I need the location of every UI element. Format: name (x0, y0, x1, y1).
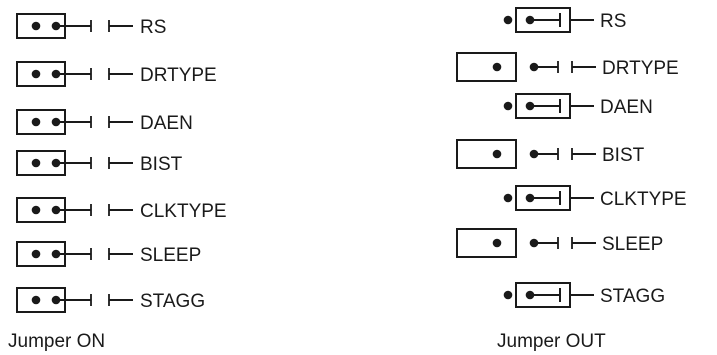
jumper-block (456, 228, 517, 258)
jumper-label: BIST (602, 145, 645, 166)
jumper-pin-inside (492, 62, 502, 72)
jumper-label: STAGG (600, 286, 665, 307)
jumper-block (456, 52, 517, 82)
jumper-pin-left (31, 69, 41, 79)
jumper-pin-left (31, 249, 41, 259)
jumper-pin-outside (503, 193, 513, 203)
jumper-label: DRTYPE (602, 58, 679, 79)
jumper-on-row: DRTYPE (16, 61, 217, 87)
jumper-block (456, 139, 517, 169)
jumper-pin-inside (492, 238, 502, 248)
jumper-pin-left (31, 117, 41, 127)
jumper-on-caption: Jumper ON (8, 331, 105, 352)
jumper-pin-outside (503, 15, 513, 25)
jumper-on-row: RS (16, 13, 166, 39)
jumper-out-row: SLEEP (456, 228, 663, 258)
jumper-out-row: CLKTYPE (503, 185, 687, 211)
jumper-pin-left (31, 205, 41, 215)
jumper-out-row: RS (503, 7, 626, 33)
jumper-label: SLEEP (602, 234, 663, 255)
jumper-pin-left (31, 295, 41, 305)
jumper-on-row: CLKTYPE (16, 197, 227, 223)
jumper-label: BIST (140, 154, 183, 175)
jumper-pin-inside (492, 149, 502, 159)
jumper-out-row: DAEN (503, 93, 653, 119)
jumper-label: RS (600, 11, 626, 32)
jumper-label: CLKTYPE (600, 189, 687, 210)
jumper-on-row: SLEEP (16, 241, 201, 267)
jumper-out-group: RS DRTYPE DAEN BIST CLKTYPE SLEEP STAGG (456, 7, 687, 308)
jumper-label: DAEN (600, 97, 653, 118)
jumper-on-row: STAGG (16, 287, 205, 313)
jumper-label: DRTYPE (140, 65, 217, 86)
jumper-out-row: STAGG (503, 282, 665, 308)
jumper-on-row: BIST (16, 150, 183, 176)
jumper-pin-left (31, 21, 41, 31)
jumper-label: DAEN (140, 113, 193, 134)
jumper-label: RS (140, 17, 166, 38)
jumper-pin-left (31, 158, 41, 168)
jumper-pin-outside (503, 290, 513, 300)
jumper-out-row: BIST (456, 139, 645, 169)
jumper-pin-outside (503, 101, 513, 111)
jumper-label: CLKTYPE (140, 201, 227, 222)
jumper-out-caption: Jumper OUT (497, 331, 606, 352)
jumper-on-row: DAEN (16, 109, 193, 135)
jumper-on-group: RS DRTYPE DAEN BIST CLKTYPE SLEEP STAGG (16, 13, 227, 313)
jumper-label: SLEEP (140, 245, 201, 266)
jumper-label: STAGG (140, 291, 205, 312)
jumper-out-row: DRTYPE (456, 52, 679, 82)
